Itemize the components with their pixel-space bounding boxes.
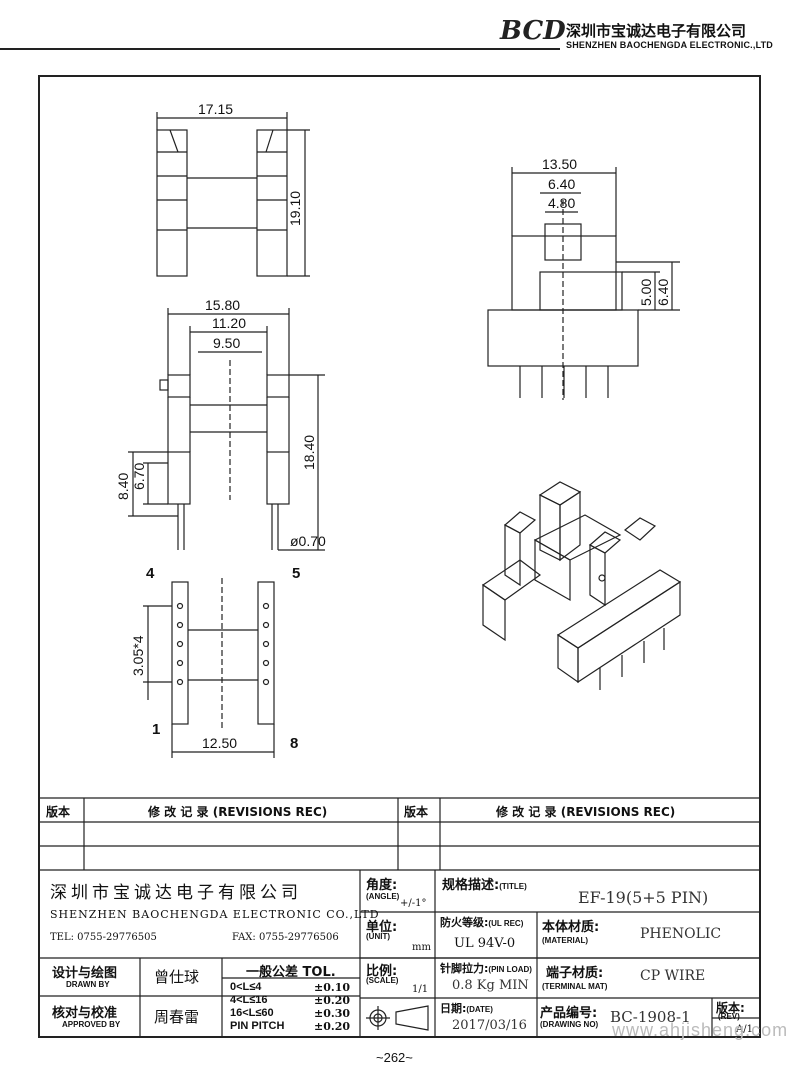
rev-col-record-2: 修 改 记 录 (REVISIONS REC) — [496, 805, 676, 819]
tolerance-range: 16<L≤60 — [230, 1007, 274, 1019]
drawn-value: 曾仕球 — [154, 968, 200, 986]
drawno-label-en: (DRAWING NO) — [540, 1020, 599, 1029]
rev-value: A/1 — [736, 1024, 753, 1035]
dim-h: 18.40 — [301, 435, 317, 470]
side-view — [487, 167, 680, 400]
dim-i: ø0.70 — [290, 533, 326, 549]
isometric-view — [481, 481, 682, 690]
header-rule — [0, 48, 560, 50]
terminal-label-en: (TERMINAL MAT) — [542, 982, 608, 991]
header: BCD 深圳市宝诚达电子有限公司 SHENZHEN BAOCHENGDA ELE… — [0, 0, 800, 60]
ul-label: 防火等级:(UL REC) — [440, 914, 523, 930]
rev-label: 版本: — [716, 1001, 745, 1015]
pinload-value: 0.8 Kg MIN — [452, 978, 529, 993]
tb-tel: TEL: 0755-29776505 — [50, 932, 157, 943]
terminal-value: CP WIRE — [640, 968, 706, 984]
dim-a: 17.15 — [198, 101, 233, 117]
title-label-en: (TITLE) — [499, 882, 527, 891]
material-value: PHENOLIC — [640, 926, 722, 942]
dim-e: 9.50 — [213, 335, 240, 351]
dim-o: 3.05*4 — [130, 635, 146, 676]
drawno-value: BC-1908-1 — [610, 1008, 691, 1026]
page-number: ~262~ — [376, 1050, 413, 1065]
tolerance-value: ±0.30 — [314, 1007, 351, 1020]
tolerance-value: ±0.20 — [314, 1020, 351, 1033]
drawn-label: 设计与绘图 — [52, 966, 118, 981]
material-label-en: (MATERIAL) — [542, 936, 589, 945]
watermark: www.ahjisheng.com — [612, 1020, 789, 1040]
tolerance-range: PIN PITCH — [230, 1020, 285, 1032]
pinload-label: 针脚拉力:(PIN LOAD) — [440, 960, 532, 976]
ul-label-cn: 防火等级: — [440, 916, 489, 929]
pinload-label-en: (PIN LOAD) — [488, 965, 532, 974]
unit-label: 单位: — [366, 920, 398, 935]
rev-col-version: 版本 — [46, 805, 71, 819]
title-label: 规格描述:(TITLE) — [442, 874, 527, 893]
angle-label: 角度: — [366, 878, 398, 893]
tolerance-title: 一般公差 TOL. — [246, 965, 336, 980]
rev-col-record: 修 改 记 录 (REVISIONS REC) — [148, 805, 328, 819]
dim-n: 6.40 — [655, 279, 671, 306]
pinload-label-cn: 针脚拉力: — [440, 962, 489, 975]
tolerance-range: 4<L≤16 — [230, 994, 268, 1006]
dim-j: 13.50 — [542, 156, 577, 172]
tolerance-value: ±0.10 — [314, 981, 351, 994]
tolerance-range: 0<L≤4 — [230, 981, 262, 993]
tolerance-value: ±0.20 — [314, 994, 351, 1007]
terminal-label: 端子材质: — [546, 966, 604, 981]
angle-label-en: (ANGLE) — [366, 892, 400, 901]
title-label-cn: 规格描述: — [442, 878, 500, 893]
pin-label-5: 5 — [292, 565, 300, 582]
dim-d: 11.20 — [212, 315, 246, 331]
approved-value: 周春雷 — [154, 1008, 200, 1026]
tolerance-row: 0<L≤4 — [230, 981, 261, 993]
drawno-label: 产品编号: — [540, 1006, 598, 1021]
date-value: 2017/03/16 — [452, 1018, 527, 1033]
title-value: EF-19(5+5 PIN) — [578, 888, 709, 907]
dim-m: 5.00 — [638, 279, 654, 306]
scale-label: 比例: — [366, 964, 398, 979]
angle-value: +/-1° — [400, 898, 427, 909]
date-label-cn: 日期: — [440, 1002, 467, 1015]
tb-fax: FAX: 0755-29776506 — [232, 932, 339, 943]
date-label: 日期:(DATE) — [440, 1000, 493, 1016]
company-logo: BCD — [500, 16, 566, 46]
date-label-en: (DATE) — [466, 1005, 493, 1014]
material-label: 本体材质: — [542, 920, 600, 935]
bottom-view — [143, 578, 275, 758]
front-view — [128, 308, 325, 551]
scale-value: 1/1 — [412, 984, 429, 995]
approved-label-en: APPROVED BY — [62, 1020, 121, 1029]
dim-k: 6.40 — [548, 176, 575, 192]
pin-label-1: 1 — [152, 721, 160, 738]
tb-company-en: SHENZHEN BAOCHENGDA ELECTRONIC CO.,LTD — [50, 908, 380, 921]
drawing-frame — [38, 75, 761, 1038]
rev-col-version-2: 版本 — [404, 805, 429, 819]
dim-f: 8.40 — [115, 473, 131, 500]
header-company-cn: 深圳市宝诚达电子有限公司 — [566, 22, 747, 40]
technical-drawing: 17.15 15.80 11.20 9.50 ø0.70 12.50 13.50… — [115, 101, 682, 758]
ul-value: UL 94V-0 — [454, 936, 516, 951]
dim-c: 15.80 — [205, 297, 240, 313]
dim-p: 12.50 — [202, 735, 237, 751]
ul-label-en: (UL REC) — [488, 919, 524, 928]
unit-value: mm — [412, 942, 431, 953]
rev-label-en: (REV) — [718, 1012, 740, 1021]
dim-g: 6.70 — [131, 463, 147, 490]
tb-company-cn: 深圳市宝诚达电子有限公司 — [50, 883, 302, 903]
dim-l: 4.80 — [548, 195, 575, 211]
top-view — [156, 112, 310, 277]
unit-label-en: (UNIT) — [366, 932, 390, 941]
dim-b: 19.10 — [287, 191, 303, 226]
drawn-label-en: DRAWN BY — [66, 980, 110, 989]
approved-label: 核对与校准 — [52, 1006, 118, 1021]
header-company-en: SHENZHEN BAOCHENGDA ELECTRONIC.,LTD — [566, 40, 773, 50]
pin-label-4: 4 — [146, 565, 155, 582]
scale-label-en: (SCALE) — [366, 976, 399, 985]
pin-label-8: 8 — [290, 735, 298, 752]
